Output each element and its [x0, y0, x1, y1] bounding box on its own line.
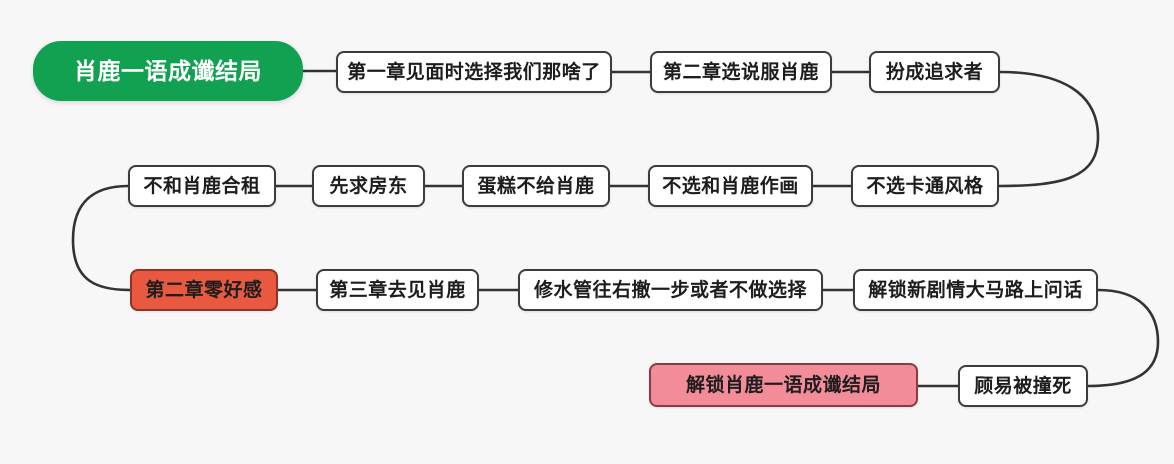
node-label: 第一章见面时选择我们那啥了: [347, 61, 601, 83]
node-no-cohabit[interactable]: 不和肖鹿合租: [128, 165, 276, 207]
node-label: 扮成追求者: [885, 61, 984, 83]
node-label: 修水管往右撤一步或者不做选择: [533, 279, 807, 301]
node-label: 顾易被撞死: [974, 375, 1072, 397]
node-label: 先求房东: [329, 175, 408, 197]
node-chapter2-persuade[interactable]: 第二章选说服肖鹿: [650, 51, 832, 93]
node-guyi-hit-by-car[interactable]: 顾易被撞死: [958, 365, 1088, 407]
node-pipe-step-right[interactable]: 修水管往右撤一步或者不做选择: [518, 269, 823, 311]
node-no-cartoon-style[interactable]: 不选卡通风格: [851, 165, 999, 207]
node-label: 解锁肖鹿一语成谶结局: [685, 374, 881, 396]
edge-n13-n15-uturn: [1086, 288, 1160, 388]
node-chapter2-zero-affinity[interactable]: 第二章零好感: [130, 269, 278, 311]
node-label: 不选卡通风格: [866, 175, 984, 197]
node-label: 蛋糕不给肖鹿: [477, 175, 595, 197]
node-start-ending[interactable]: 肖鹿一语成谶结局: [33, 41, 303, 101]
node-no-cake[interactable]: 蛋糕不给肖鹿: [462, 165, 610, 207]
node-pretend-suitor[interactable]: 扮成追求者: [869, 51, 1000, 93]
node-label: 第三章去见肖鹿: [329, 279, 466, 301]
node-unlock-ending[interactable]: 解锁肖鹿一语成谶结局: [649, 363, 918, 407]
edge-n4-n5-uturn: [997, 70, 1100, 188]
node-label: 解锁新剧情大马路上问话: [868, 279, 1083, 301]
node-chapter3-meet[interactable]: 第三章去见肖鹿: [316, 269, 479, 311]
edge-n9-n10-uturn: [71, 184, 132, 292]
node-no-painting[interactable]: 不选和肖鹿作画: [648, 165, 813, 207]
node-unlock-street-question[interactable]: 解锁新剧情大马路上问话: [853, 269, 1098, 311]
node-label: 肖鹿一语成谶结局: [74, 57, 262, 84]
node-label: 不和肖鹿合租: [143, 175, 261, 197]
node-chapter1-choice[interactable]: 第一章见面时选择我们那啥了: [336, 51, 612, 93]
node-label: 第二章选说服肖鹿: [662, 61, 819, 83]
node-label: 第二章零好感: [145, 279, 263, 301]
node-label: 不选和肖鹿作画: [662, 175, 799, 197]
node-ask-landlord[interactable]: 先求房东: [312, 165, 425, 207]
